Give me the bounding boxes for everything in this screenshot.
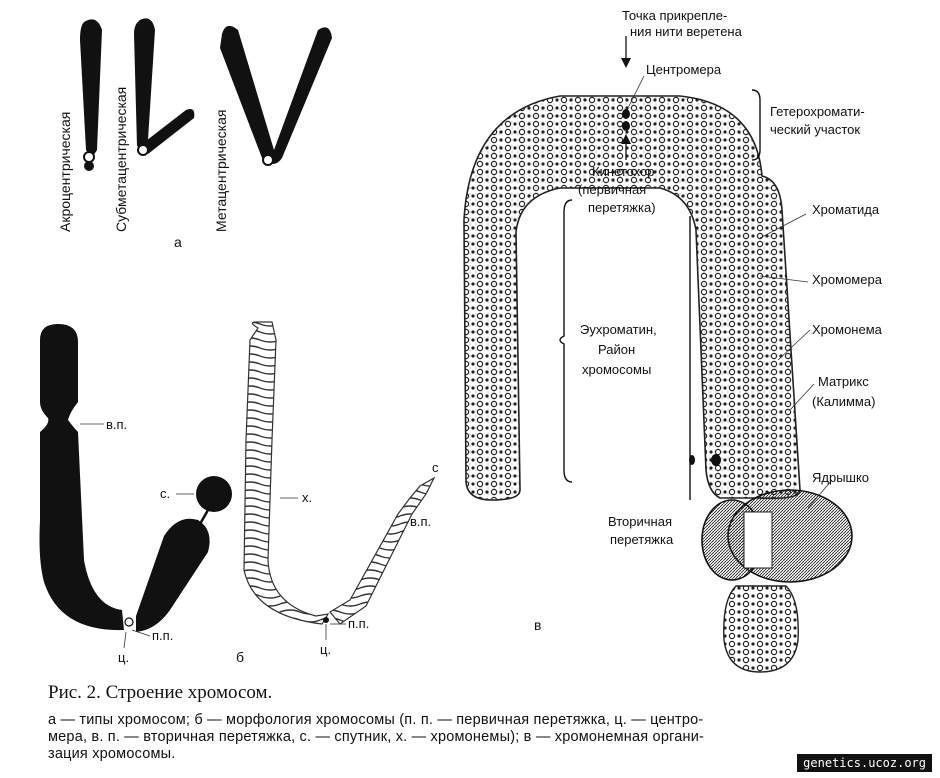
label-eu-1: Эухроматин,: [580, 322, 657, 337]
label-vp-left: в.п.: [106, 417, 127, 432]
label-submetacentric: Субметацентрическая: [113, 87, 129, 232]
morph-centromere: [124, 617, 134, 627]
label-hetero-1: Гетерохромати-: [770, 104, 865, 119]
label-tochka-2: ния нити веретена: [630, 24, 743, 39]
label-acrocentric: Акроцентрическая: [57, 112, 73, 232]
label-pp-right: п.п.: [348, 616, 369, 631]
label-hetero-2: ческий участок: [770, 122, 860, 137]
centromere-dot-bottom: [622, 121, 630, 131]
panel-a: Акроцентрическая Субметацентрическая Мет…: [57, 18, 332, 250]
acro-centromere: [83, 151, 95, 163]
kinetochore-arrow-head: [621, 134, 631, 144]
acrocentric-chromosome: [80, 19, 102, 156]
satellite-segment: [723, 585, 799, 673]
hetero-bracket: [751, 89, 761, 161]
submeta-short-arm: [142, 109, 195, 154]
coil-centromere: [323, 617, 329, 623]
meta-centromere: [262, 154, 274, 166]
chromomere-leader: [759, 275, 809, 283]
watermark: genetics.ucoz.org: [797, 754, 932, 772]
label-chromatid: Хроматида: [812, 202, 880, 217]
eu-bracket-left: [559, 199, 573, 483]
label-secondary-1: Вторичная: [608, 514, 672, 529]
label-vp-right: в.п.: [410, 514, 431, 529]
caption-line-1: а — типы хромосом; б — морфология хромос…: [48, 712, 704, 728]
label-kineto-1: Кинетохор: [592, 164, 655, 179]
label-secondary-2: перетяжка: [610, 532, 674, 547]
submeta-centromere: [137, 144, 149, 156]
label-s-left: с.: [160, 486, 170, 501]
panel-v-letter: в: [534, 617, 541, 633]
label-eu-3: хромосомы: [582, 362, 651, 377]
label-matrix-2: (Калимма): [812, 394, 875, 409]
label-x: х.: [302, 490, 312, 505]
label-chromomere: Хромомера: [812, 272, 883, 287]
label-chromonema: Хромонема: [812, 322, 883, 337]
label-eu-2: Район: [598, 342, 635, 357]
label-matrix-1: Матрикс: [818, 374, 869, 389]
satellite: [196, 476, 232, 512]
morph-chromosome-short-arm: [136, 518, 210, 632]
caption-line-2: мера, в. п. — вторичная перетяжка, с. — …: [48, 729, 705, 745]
panel-b: в.п. с. п.п. ц. х. с в.п. п.п. ц. б: [39, 321, 439, 665]
spindle-arrow-head: [621, 58, 631, 68]
satellite-stalk: [198, 509, 210, 525]
centromere-leader: [627, 75, 645, 109]
centromere-dot-top: [622, 109, 630, 119]
diagram-canvas: Акроцентрическая Субметацентрическая Мет…: [39, 8, 883, 673]
morph-chromosome-long-arm: [39, 324, 124, 631]
chromonema-leader: [777, 329, 811, 361]
panel-v: Точка прикрепле- ния нити веретена Центр…: [463, 8, 883, 673]
label-c-left: ц.: [118, 650, 129, 665]
secondary-dot-2: [711, 454, 721, 466]
label-s-right: с: [432, 460, 439, 475]
label-c-right: ц.: [320, 642, 331, 657]
c-left-leader: [123, 631, 127, 649]
chromatid-leader: [759, 213, 807, 239]
label-metacentric: Метацентрическая: [213, 110, 229, 232]
label-nucleolus: Ядрышко: [812, 470, 869, 485]
label-kineto-2: (первичная: [578, 182, 646, 197]
panel-b-letter: б: [236, 649, 244, 665]
caption-line-3: зация хромосомы.: [48, 746, 176, 762]
acro-short-arm: [84, 161, 94, 171]
figure-caption-title: Рис. 2. Строение хромосом.: [48, 682, 273, 703]
pp-left-leader: [131, 629, 151, 637]
label-centromere: Центромера: [646, 62, 722, 77]
nucleolus-leader: [807, 479, 833, 509]
panel-a-letter: а: [174, 234, 182, 250]
coiled-chromosome-long-arm: [243, 321, 330, 625]
label-tochka-1: Точка прикрепле-: [622, 8, 727, 23]
secondary-constriction-band: [743, 511, 773, 569]
matrix-stipple: [464, 96, 800, 500]
metacentric-chromosome: [220, 25, 332, 165]
figure-caption-body: а — типы хромосом; б — морфология хромос…: [48, 712, 908, 763]
matrix-leader: [789, 383, 815, 411]
coiled-chromosome-short-arm: [329, 476, 436, 625]
label-kineto-3: перетяжка): [588, 200, 656, 215]
label-pp-left: п.п.: [152, 628, 173, 643]
submetacentric-chromosome: [134, 18, 155, 148]
